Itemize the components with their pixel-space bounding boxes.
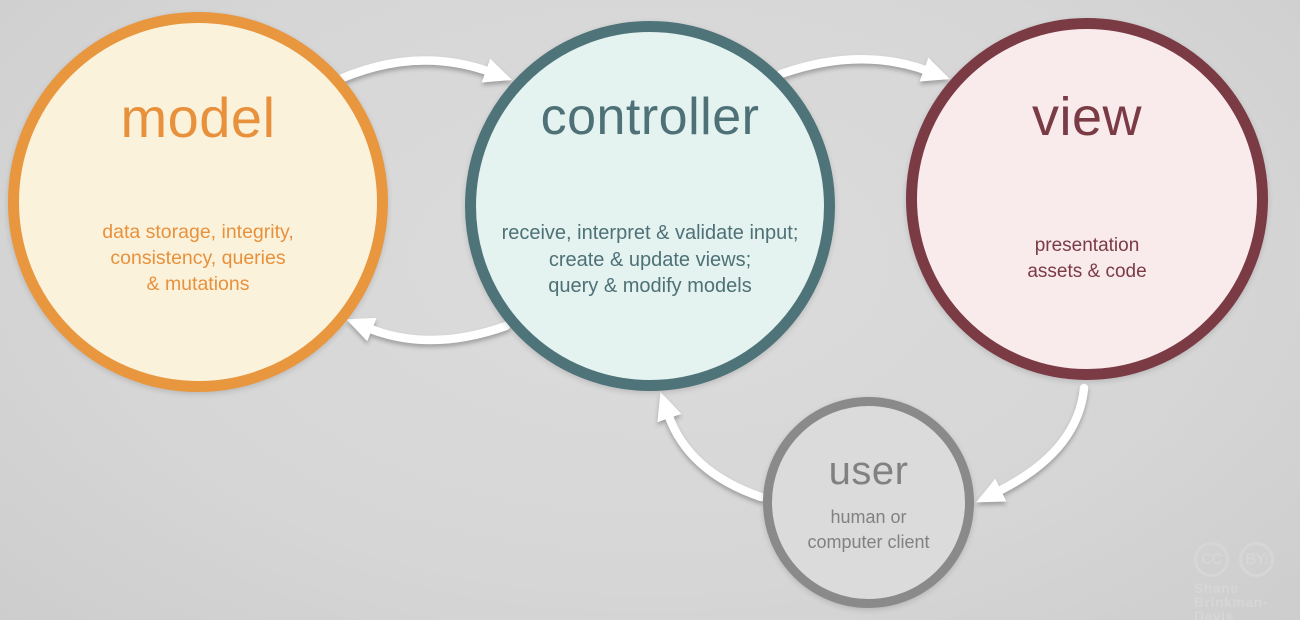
arrow-controller-to-view <box>776 54 950 82</box>
view-node: view presentation assets & code <box>906 18 1268 380</box>
author-credit: Shane Brinkman-Davis <box>1194 581 1300 620</box>
controller-title: controller <box>540 88 760 146</box>
user-node: user human or computer client <box>763 397 974 608</box>
user-title: user <box>828 449 909 493</box>
cc-icon: CC <box>1194 542 1229 577</box>
license-watermark: CC BY: Shane Brinkman-Davis <box>1194 542 1300 620</box>
controller-node: controller receive, interpret & validate… <box>465 21 835 391</box>
view-title: view <box>1031 87 1143 147</box>
author-last-name: Brinkman-Davis <box>1194 594 1268 620</box>
model-title: model <box>120 86 276 149</box>
user-description: human or computer client <box>807 507 930 552</box>
author-first-name: Shane <box>1194 580 1239 596</box>
by-icon-label: BY: <box>1244 550 1269 568</box>
arrow-user-to-controller <box>657 391 766 502</box>
license-icons: CC BY: <box>1194 542 1300 577</box>
cc-icon-label: CC <box>1200 550 1223 568</box>
by-icon: BY: <box>1239 542 1274 577</box>
model-description: data storage, integrity, consistency, qu… <box>102 221 294 295</box>
arrow-controller-to-model <box>346 317 511 345</box>
controller-description: receive, interpret & validate input; cre… <box>501 222 799 297</box>
arrow-view-to-user <box>976 383 1089 503</box>
arrow-model-to-controller <box>335 56 513 84</box>
view-description: presentation assets & code <box>1027 235 1147 282</box>
model-node: model data storage, integrity, consisten… <box>8 12 388 392</box>
